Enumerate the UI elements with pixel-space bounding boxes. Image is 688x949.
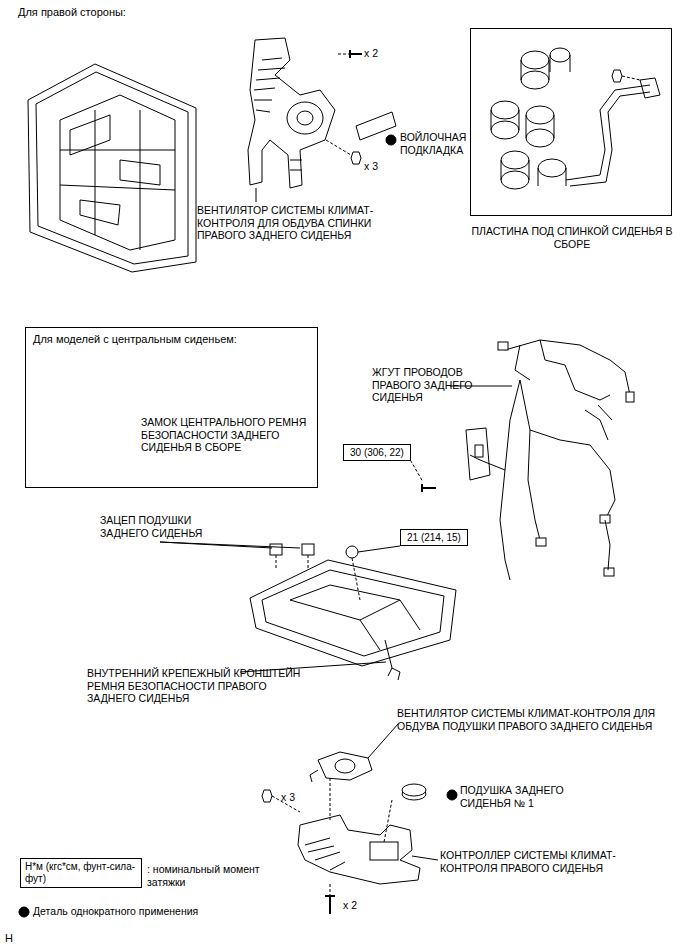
part-label: ЖГУТ ПРОВОДОВ ПРАВОГО ЗАДНЕГО СИДЕНЬЯ	[372, 366, 492, 404]
quantity: x 2	[343, 899, 357, 912]
quantity: x 2	[364, 47, 378, 60]
torque-value: 30 (306, 22)	[350, 447, 404, 458]
part-label: ЗАЦЕП ПОДУШКИ ЗАДНЕГО СИДЕНЬЯ	[100, 514, 225, 539]
fan-bottom	[310, 752, 372, 782]
part-label: ВЕНТИЛЯТОР СИСТЕМЫ КЛИМАТ-КОНТРОЛЯ ДЛЯ О…	[197, 204, 387, 242]
section-heading: Для правой стороны:	[18, 6, 126, 19]
part-label: ПЛАСТИНА ПОД СПИНКОЙ СИДЕНЬЯ В СБОРЕ	[461, 225, 683, 250]
torque-value: 21 (214, 15)	[407, 532, 461, 543]
legend-box: Н*м (кгс*см, фунт-сила-фут)	[20, 858, 142, 888]
plate-assembly	[491, 48, 660, 189]
part-label: ПОДУШКА ЗАДНЕГО СИДЕНЬЯ № 1	[460, 784, 580, 809]
torque-box: 21 (214, 15)	[400, 529, 468, 546]
unit-text: Н*м (кгс*см, фунт-сила-фут)	[25, 861, 137, 885]
wire-harness	[466, 340, 634, 580]
part-label: ВОЙЛОЧНАЯ ПОДКЛАДКА	[400, 131, 490, 156]
controller	[298, 815, 420, 884]
quantity: x 3	[281, 791, 295, 804]
part-label: ВЕНТИЛЯТОР СИСТЕМЫ КЛИМАТ-КОНТРОЛЯ ДЛЯ О…	[397, 707, 659, 732]
part-label: КОНТРОЛЛЕР СИСТЕМЫ КЛИМАТ-КОНТРОЛЯ ПРАВО…	[440, 849, 616, 874]
legend-text: : номинальный момент затяжки	[147, 863, 287, 888]
cushion-frame	[250, 544, 456, 680]
fan-assembly	[248, 38, 335, 188]
inset-box: Для моделей с центральным сиденьем: ЗАМОК…	[25, 327, 318, 488]
inset-box: ПЛАСТИНА ПОД СПИНКОЙ СИДЕНЬЯ В СБОРЕ	[470, 28, 672, 216]
legend-text: Деталь однократного применения	[33, 905, 198, 918]
quantity: x 3	[364, 160, 378, 173]
torque-box: 30 (306, 22)	[343, 444, 411, 461]
part-label: ВНУТРЕННИЙ КРЕПЕЖНЫЙ КРОНШТЕЙН РЕМНЯ БЕЗ…	[87, 667, 309, 705]
seat-frame	[28, 64, 196, 272]
part-label: ЗАМОК ЦЕНТРАЛЬНОГО РЕМНЯ БЕЗОПАСНОСТИ ЗА…	[141, 416, 313, 454]
inset-heading: Для моделей с центральным сиденьем:	[33, 333, 311, 346]
page-marker: H	[5, 932, 13, 945]
